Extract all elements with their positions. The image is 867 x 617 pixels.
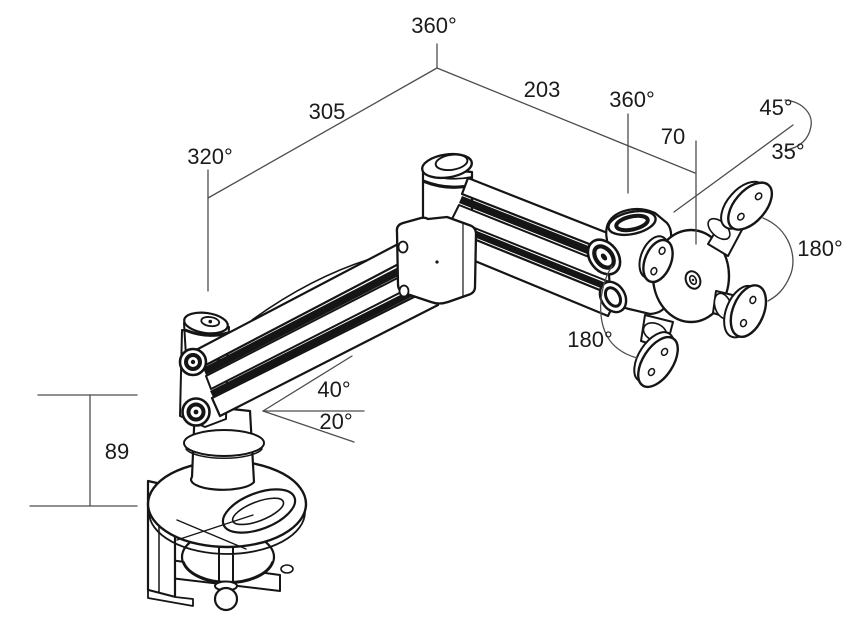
label-base-height: 89 xyxy=(105,439,129,464)
arm-pivot-lower xyxy=(181,397,211,427)
dim-tilt-arc xyxy=(784,99,812,151)
label-vesa-rotation-left: 180° xyxy=(567,327,613,352)
dim-tilt-pointer xyxy=(673,124,794,213)
dim-rotation-left-arc xyxy=(600,265,638,359)
dim-arm-tilt-down-ray xyxy=(262,410,355,443)
dim-upper-arm-length-line xyxy=(207,67,438,199)
label-tilt-up: 45° xyxy=(759,95,792,120)
label-head-rotation: 360° xyxy=(609,87,655,112)
label-tilt-down: 35° xyxy=(771,139,804,164)
hub-screw xyxy=(684,270,702,290)
head-lower-cylinder xyxy=(598,280,628,314)
dim-forearm-length-line xyxy=(436,67,696,174)
dimension-lines xyxy=(29,43,812,507)
vesa-pad-left xyxy=(638,235,674,284)
label-upper-arm-length: 305 xyxy=(309,99,346,124)
label-vesa-rotation-right: 180° xyxy=(797,236,843,261)
post-top-cap xyxy=(183,311,229,335)
dim-arm-tilt-up-ray xyxy=(262,355,353,412)
vesa-pad-bottom xyxy=(633,331,679,389)
elbow-joint xyxy=(395,215,478,305)
label-head-offset: 70 xyxy=(661,124,685,149)
vesa-pad-top-right xyxy=(720,180,774,231)
label-forearm-length: 203 xyxy=(524,77,561,102)
vesa-pad-right xyxy=(723,284,768,339)
vesa-head xyxy=(586,180,774,389)
dimension-labels: 360° 305 203 360° 70 45° 35° 180° 180° 3… xyxy=(105,13,843,464)
arm-pivot-upper xyxy=(178,347,208,377)
head-swivel-cylinder xyxy=(607,209,657,237)
label-base-rotation: 320° xyxy=(187,144,233,169)
dim-rotation-right-arc xyxy=(762,217,794,302)
label-arm-tilt-down: 20° xyxy=(319,409,352,434)
base-clamp xyxy=(146,459,308,612)
label-arm-tilt-up: 40° xyxy=(317,377,350,402)
label-top-rotation: 360° xyxy=(411,13,457,38)
